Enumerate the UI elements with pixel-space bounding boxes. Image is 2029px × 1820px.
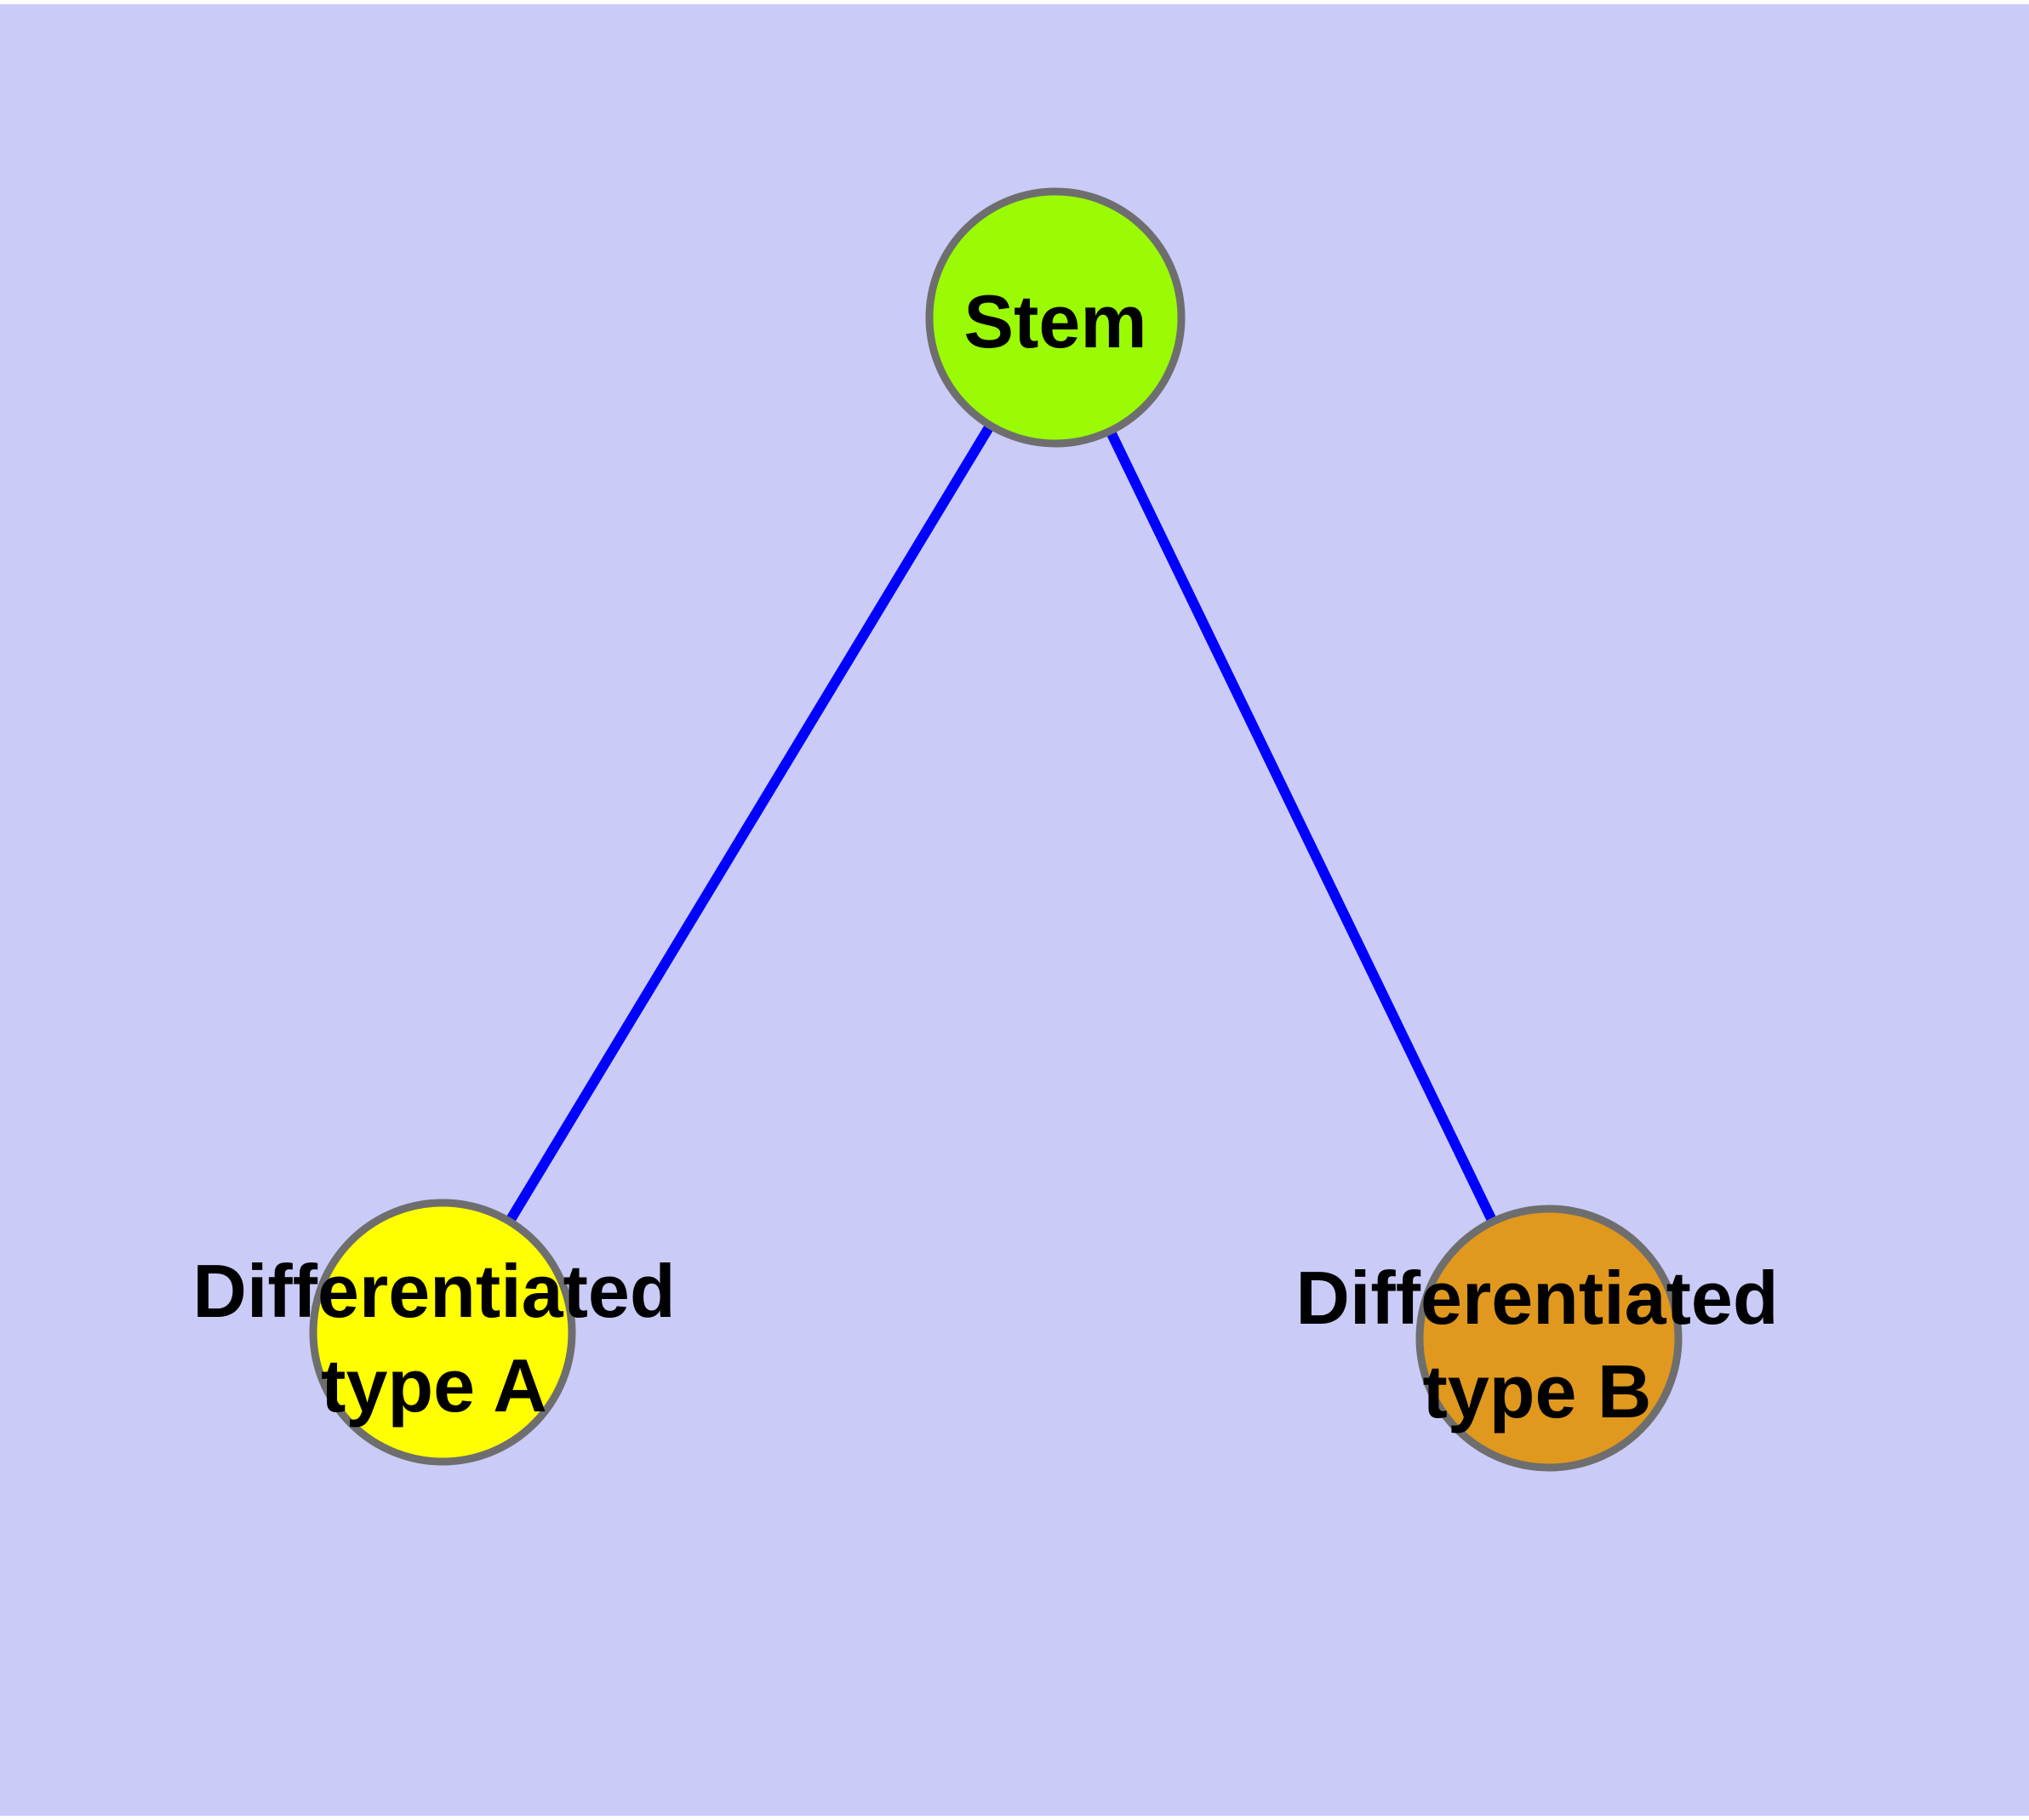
node-type-b-label-line1: Differentiated xyxy=(1295,1256,1778,1340)
node-type-a-circle xyxy=(309,1199,576,1466)
edge-stem-to-type-a xyxy=(437,314,1060,1336)
node-type-b-circle xyxy=(1415,1205,1683,1472)
node-type-a-label-line2: type A xyxy=(321,1343,547,1428)
node-type-a-label-line1: Differentiated xyxy=(192,1249,675,1333)
node-stem-label: Stem xyxy=(963,279,1146,363)
node-type-b-label-line2: type B xyxy=(1423,1349,1652,1434)
node-differentiated-type-b: Differentiated type B xyxy=(1295,1205,1779,1472)
node-stem-circle xyxy=(925,187,1186,448)
node-differentiated-type-a: Differentiated type A xyxy=(192,1199,676,1466)
node-stem: Stem xyxy=(925,187,1186,448)
edge-stem-to-type-b xyxy=(1050,315,1554,1341)
